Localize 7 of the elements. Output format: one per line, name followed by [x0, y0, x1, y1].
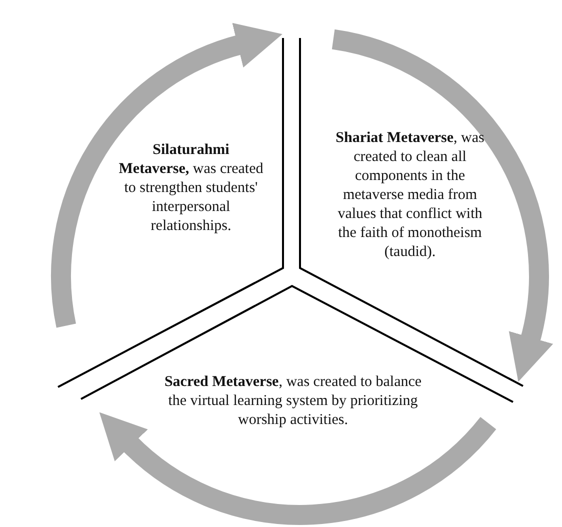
sector-text: Sacred Metaverse, was created to balance the virtual learning system by prioritizing worship activities. [163, 373, 423, 430]
curved-arrow [98, 414, 496, 525]
curved-arrow [331, 30, 554, 382]
sector-text: Silaturahmi Metaverse, was created to strengthen students' interpersonal relationships. [118, 141, 264, 236]
curved-arrow [51, 24, 282, 328]
sector-text: Shariat Metaverse, was created to clean all components in the metaverse media from values that conflict with the faith of monotheism (taudid). [334, 129, 486, 262]
sector [56, 38, 284, 390]
